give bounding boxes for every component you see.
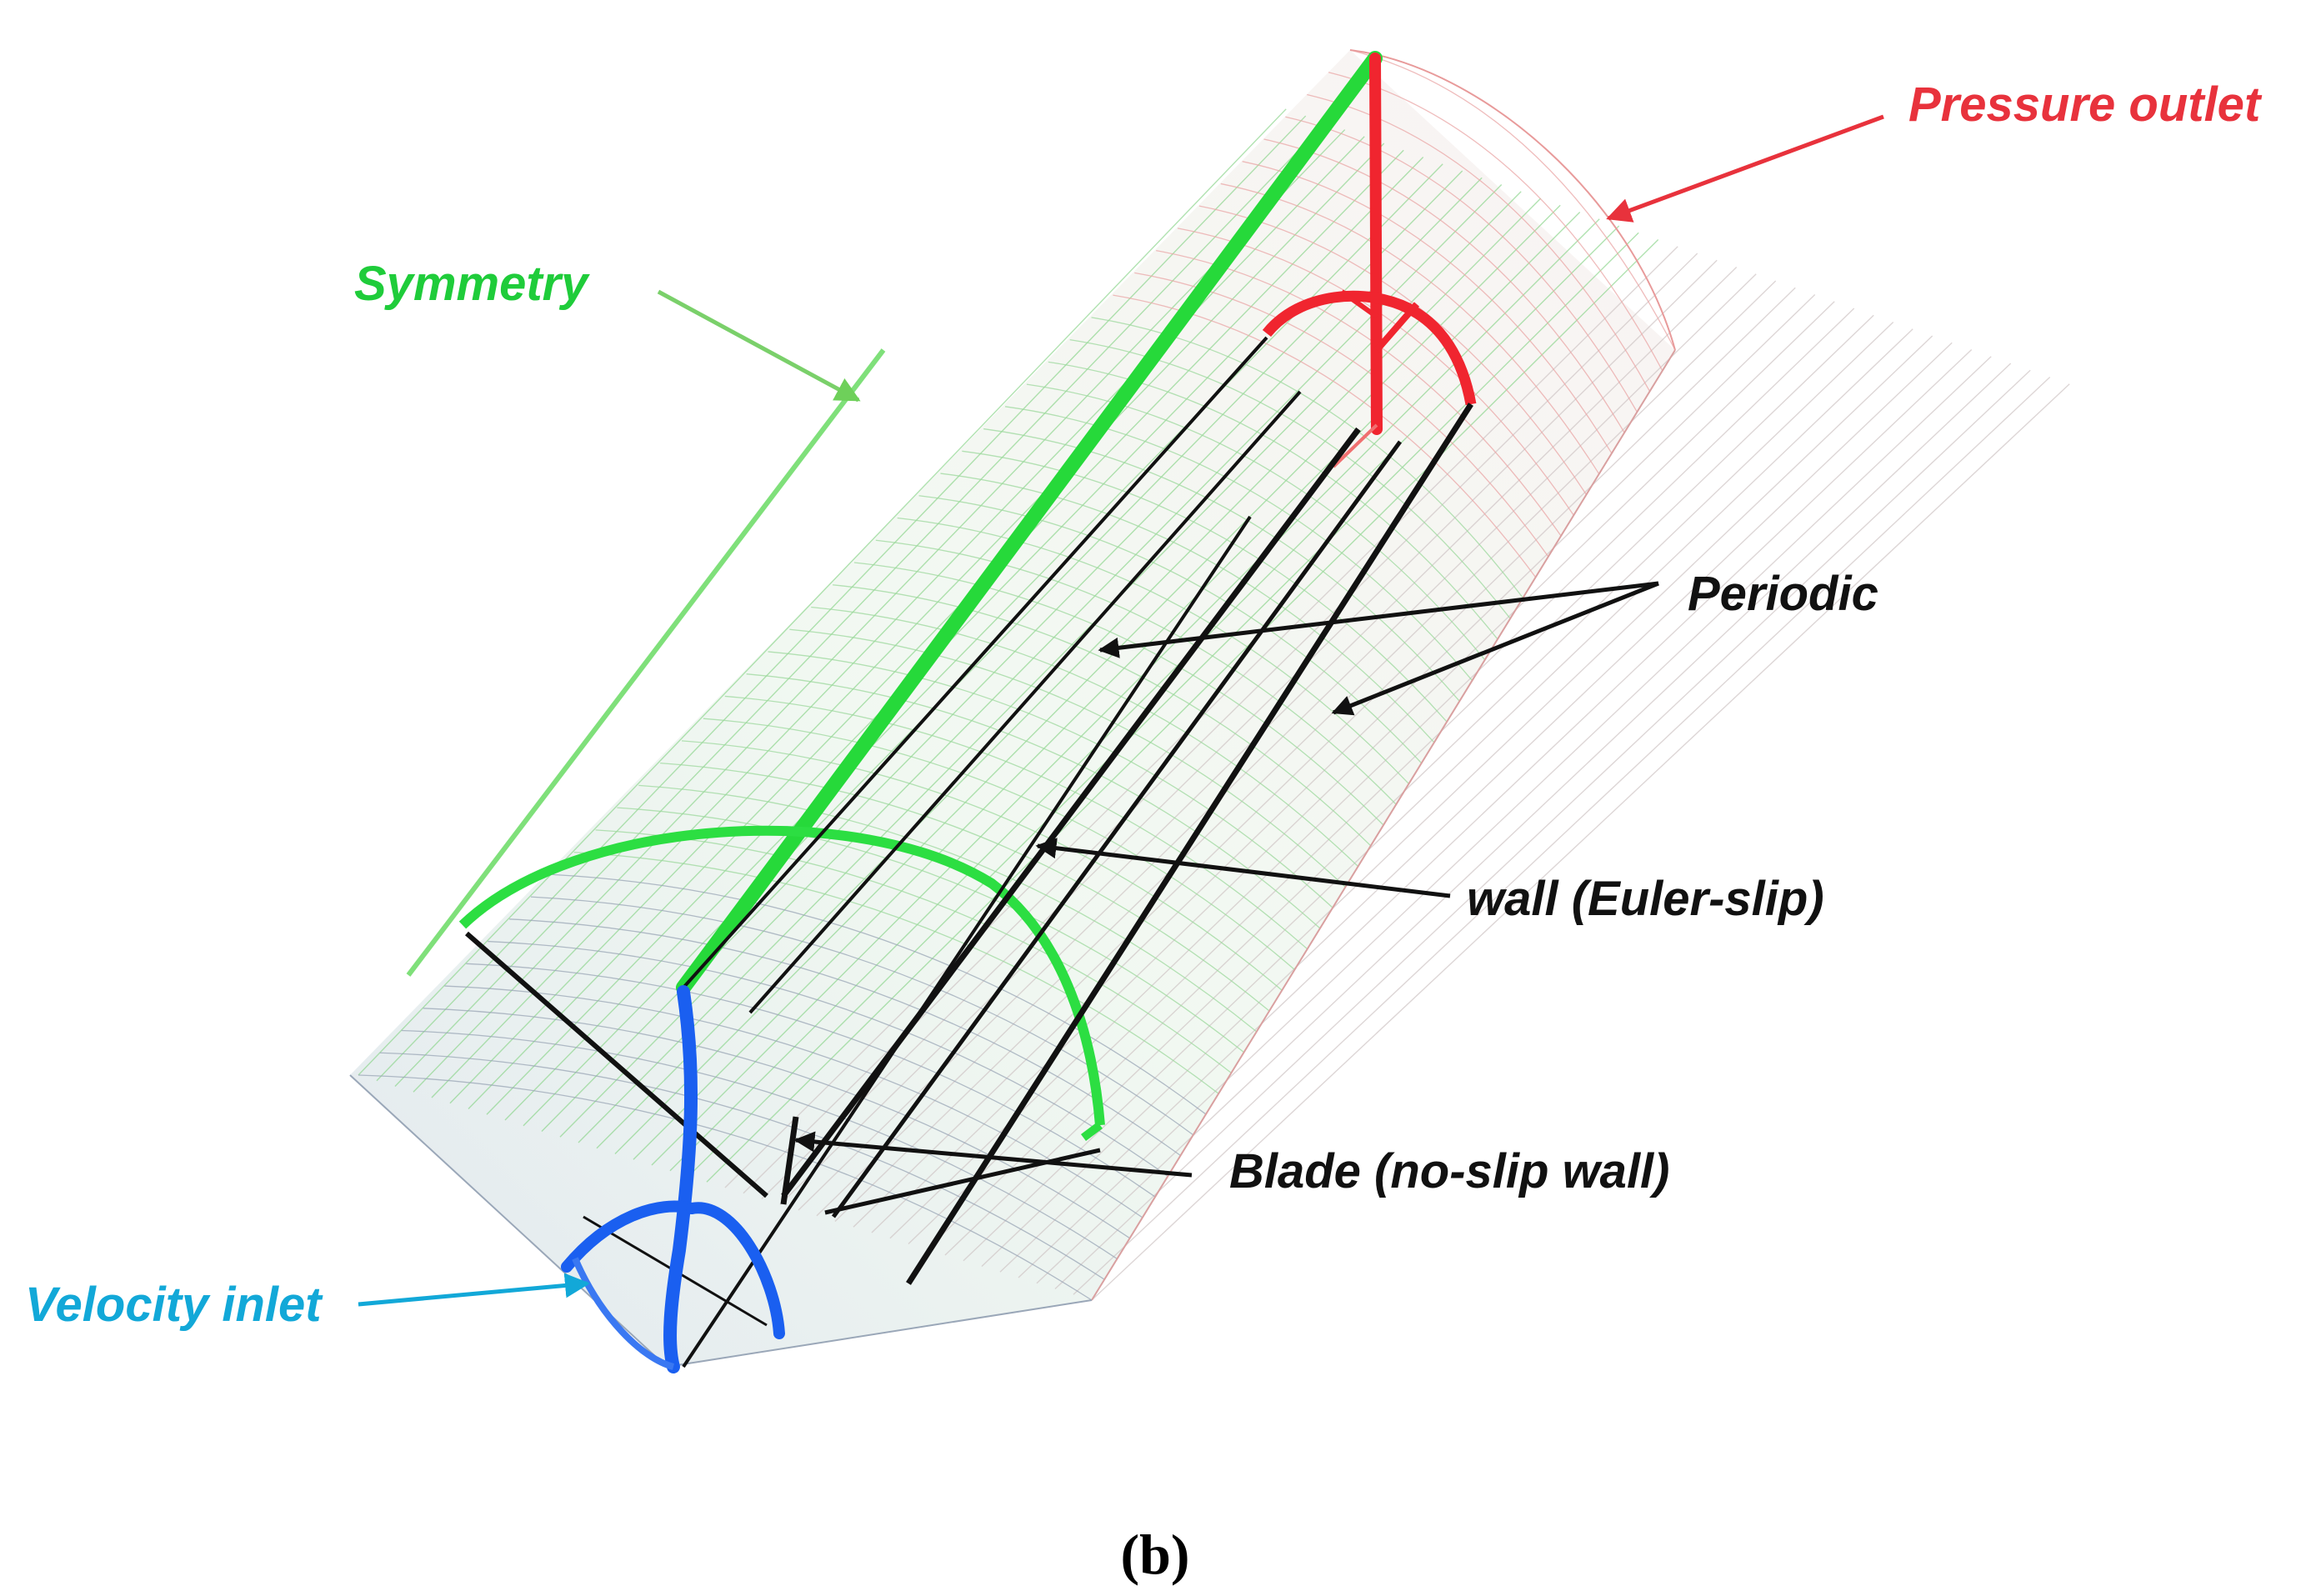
arrow-blade-1 [793, 1131, 1193, 1178]
mesh-line [379, 1052, 1105, 1280]
arrow-pressure-outlet [1606, 114, 1884, 223]
arrow-symmetry [657, 289, 861, 403]
mesh-line [983, 428, 1460, 702]
mesh-line [706, 239, 1659, 1183]
mesh-line [509, 918, 1181, 1157]
mesh-line [1048, 361, 1498, 640]
label-pressure-outlet: Pressure outlet [1908, 78, 2263, 132]
mesh-line [1054, 369, 2031, 1290]
mesh-line [523, 170, 1463, 1127]
mesh-line [413, 129, 1346, 1093]
arrow-wall [1035, 838, 1451, 898]
mesh-line [940, 473, 1435, 743]
label-blade-no-slip-wall: Blade (no-slip wall) [1229, 1144, 1670, 1198]
mesh-line [703, 718, 1295, 970]
mesh-line [789, 628, 1346, 888]
arrow-periodic-1 [1098, 581, 1659, 658]
mesh-line [871, 301, 1835, 1233]
mesh-line [746, 673, 1321, 929]
mesh-line [423, 1008, 1131, 1239]
mesh-line [963, 335, 1933, 1262]
mesh-line [681, 740, 1283, 991]
mesh-line [638, 784, 1258, 1033]
arrow-velocity-inlet [358, 1273, 590, 1307]
label-wall-euler-slip: wall (Euler-slip) [1467, 872, 1824, 926]
mesh-line [394, 122, 1326, 1087]
mesh-line [1307, 93, 1651, 392]
mesh-line [816, 280, 1777, 1217]
figure-caption: (b) [1120, 1523, 1189, 1586]
mesh-line [1220, 183, 1600, 475]
mesh-line [444, 985, 1143, 1218]
mesh-line [1073, 377, 2051, 1295]
mesh-line [981, 342, 1953, 1268]
mesh-line [999, 349, 1973, 1273]
mesh-line [1069, 338, 1511, 619]
mesh-line [358, 108, 1287, 1076]
mesh-line [431, 136, 1365, 1098]
mesh-line [889, 308, 1855, 1239]
mesh-line [833, 584, 1372, 847]
label-periodic: Periodic [1688, 567, 1878, 621]
mesh-line [617, 807, 1245, 1053]
mesh-line [1091, 383, 2070, 1301]
mesh-line [724, 695, 1308, 950]
mesh-line [1285, 116, 1638, 413]
mesh-line [897, 517, 1409, 784]
domain-black-edges [465, 336, 1473, 1368]
mesh-line [595, 829, 1232, 1073]
mesh-line [1328, 72, 1663, 372]
mesh-line [573, 851, 1219, 1094]
mesh-line [651, 218, 1600, 1166]
mesh-line [944, 328, 1913, 1256]
mesh-line [1242, 161, 1613, 454]
label-symmetry: Symmetry [354, 257, 590, 311]
mesh-line [1026, 383, 1486, 661]
mesh-line [468, 149, 1404, 1109]
mesh-line [530, 896, 1194, 1136]
mesh-line [401, 1029, 1118, 1259]
label-velocity-inlet: Velocity inlet [25, 1278, 323, 1332]
mesh-line [811, 606, 1359, 868]
mesh-line [1263, 138, 1625, 433]
mesh-line [908, 314, 1874, 1245]
mesh-line [926, 322, 1894, 1250]
mesh-line [1036, 363, 2012, 1284]
mesh-line [578, 191, 1522, 1143]
mesh-line [768, 651, 1333, 908]
mesh-line [559, 184, 1503, 1138]
arrow-blade-2 [824, 1148, 1101, 1215]
mesh-line [853, 294, 1816, 1228]
mesh-line [358, 1074, 1093, 1301]
pressure-outlet-boundary [1262, 53, 1477, 468]
mesh-line [962, 450, 1448, 723]
mesh-line [1005, 406, 1473, 681]
mesh-line [660, 763, 1270, 1012]
mesh-line [834, 287, 1796, 1223]
mesh-line [596, 198, 1542, 1149]
mesh-line [761, 259, 1718, 1199]
mesh-line [486, 157, 1424, 1115]
mesh-line [1349, 49, 1676, 351]
mesh-grid-lines-radial [358, 49, 1676, 1301]
annotation-arrows [358, 114, 1884, 1307]
mesh-line [466, 963, 1156, 1198]
mesh-line [688, 232, 1639, 1177]
mesh-line [552, 873, 1207, 1115]
arrow-periodic-2 [1331, 581, 1659, 716]
mesh-line [488, 940, 1168, 1177]
mesh-line [875, 539, 1397, 805]
mesh-line [633, 212, 1581, 1160]
mesh-line [1018, 356, 1992, 1278]
mesh-line [1091, 317, 1523, 598]
